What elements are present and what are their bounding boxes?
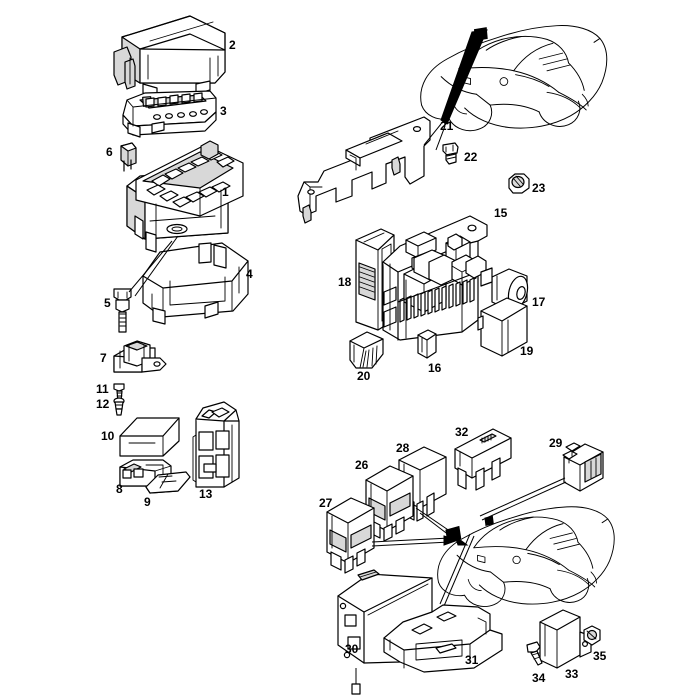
callout-17: 17 (532, 295, 546, 309)
callout-32: 32 (455, 425, 469, 439)
callout-9: 9 (144, 495, 151, 509)
part-29-relay-small (562, 442, 604, 492)
callout-23: 23 (532, 181, 546, 195)
callout-13: 13 (199, 487, 213, 501)
part-16-fuse-puller (417, 329, 437, 359)
leader-5 (128, 240, 173, 293)
part-19-square-relay (477, 297, 528, 357)
callout-28: 28 (396, 441, 410, 455)
part-10-cover-plate (119, 417, 180, 457)
fuse-slot-row-lower (146, 181, 231, 208)
part-32-relay-flat (454, 428, 512, 491)
part-33-module (539, 609, 592, 669)
callout-1: 1 (222, 185, 229, 199)
part-7-relay-bracket (113, 340, 167, 373)
callout-27: 27 (319, 496, 333, 510)
part-5-bolt (113, 288, 132, 333)
callout-10: 10 (101, 429, 115, 443)
part-4-lower-housing (142, 242, 249, 325)
callout-12: 12 (96, 397, 110, 411)
callout-3: 3 (220, 104, 227, 118)
callout-15: 15 (494, 206, 508, 220)
callout-8: 8 (116, 482, 123, 496)
part-31-ecu-bracket (383, 604, 503, 673)
callout-21: 21 (440, 119, 454, 133)
car-lower (437, 506, 615, 607)
part-17-cylindrical-relay (480, 267, 529, 311)
relay-leader-lines (371, 477, 567, 607)
part-1-fuse-box-base (126, 140, 244, 253)
callout-4: 4 (246, 267, 253, 281)
callout-11: 11 (96, 382, 109, 396)
part-9-terminal-blade (145, 471, 191, 494)
part-13-connector-bracket (192, 401, 240, 488)
callout-20: 20 (357, 369, 371, 383)
callout-7: 7 (100, 351, 107, 365)
callout-2: 2 (229, 38, 236, 52)
callout-22: 22 (464, 150, 478, 164)
part-12-rivet (113, 397, 125, 416)
callout-16: 16 (428, 361, 442, 375)
callout-31: 31 (465, 653, 479, 667)
leader-5b (134, 235, 179, 297)
part-3-fuse-tray (122, 90, 217, 138)
callout-6: 6 (106, 145, 113, 159)
callout-18: 18 (338, 275, 352, 289)
callout-33: 33 (565, 667, 579, 681)
callout-29: 29 (549, 436, 563, 450)
part-35-clip-nut (583, 625, 601, 646)
callout-34: 34 (532, 671, 546, 685)
callout-19: 19 (520, 344, 534, 358)
part-20-flasher-unit (349, 331, 384, 369)
callout-26: 26 (355, 458, 369, 472)
callout-5: 5 (104, 296, 111, 310)
part-2-fuse-box-cover (113, 15, 226, 99)
upper-car-leader (423, 29, 488, 151)
part-22-bolt (442, 142, 459, 165)
part-26-relay (365, 465, 414, 542)
callout-30: 30 (345, 642, 359, 656)
part-23-nut (508, 173, 530, 194)
part-15-junction-box (382, 215, 488, 341)
part-34-screw (526, 641, 543, 666)
fuse-comb (397, 271, 479, 323)
part-27-relay (326, 497, 375, 574)
part-21-bracket-panel (297, 116, 431, 224)
callout-35: 35 (593, 649, 607, 663)
part-6-blade-fuse (120, 142, 137, 172)
